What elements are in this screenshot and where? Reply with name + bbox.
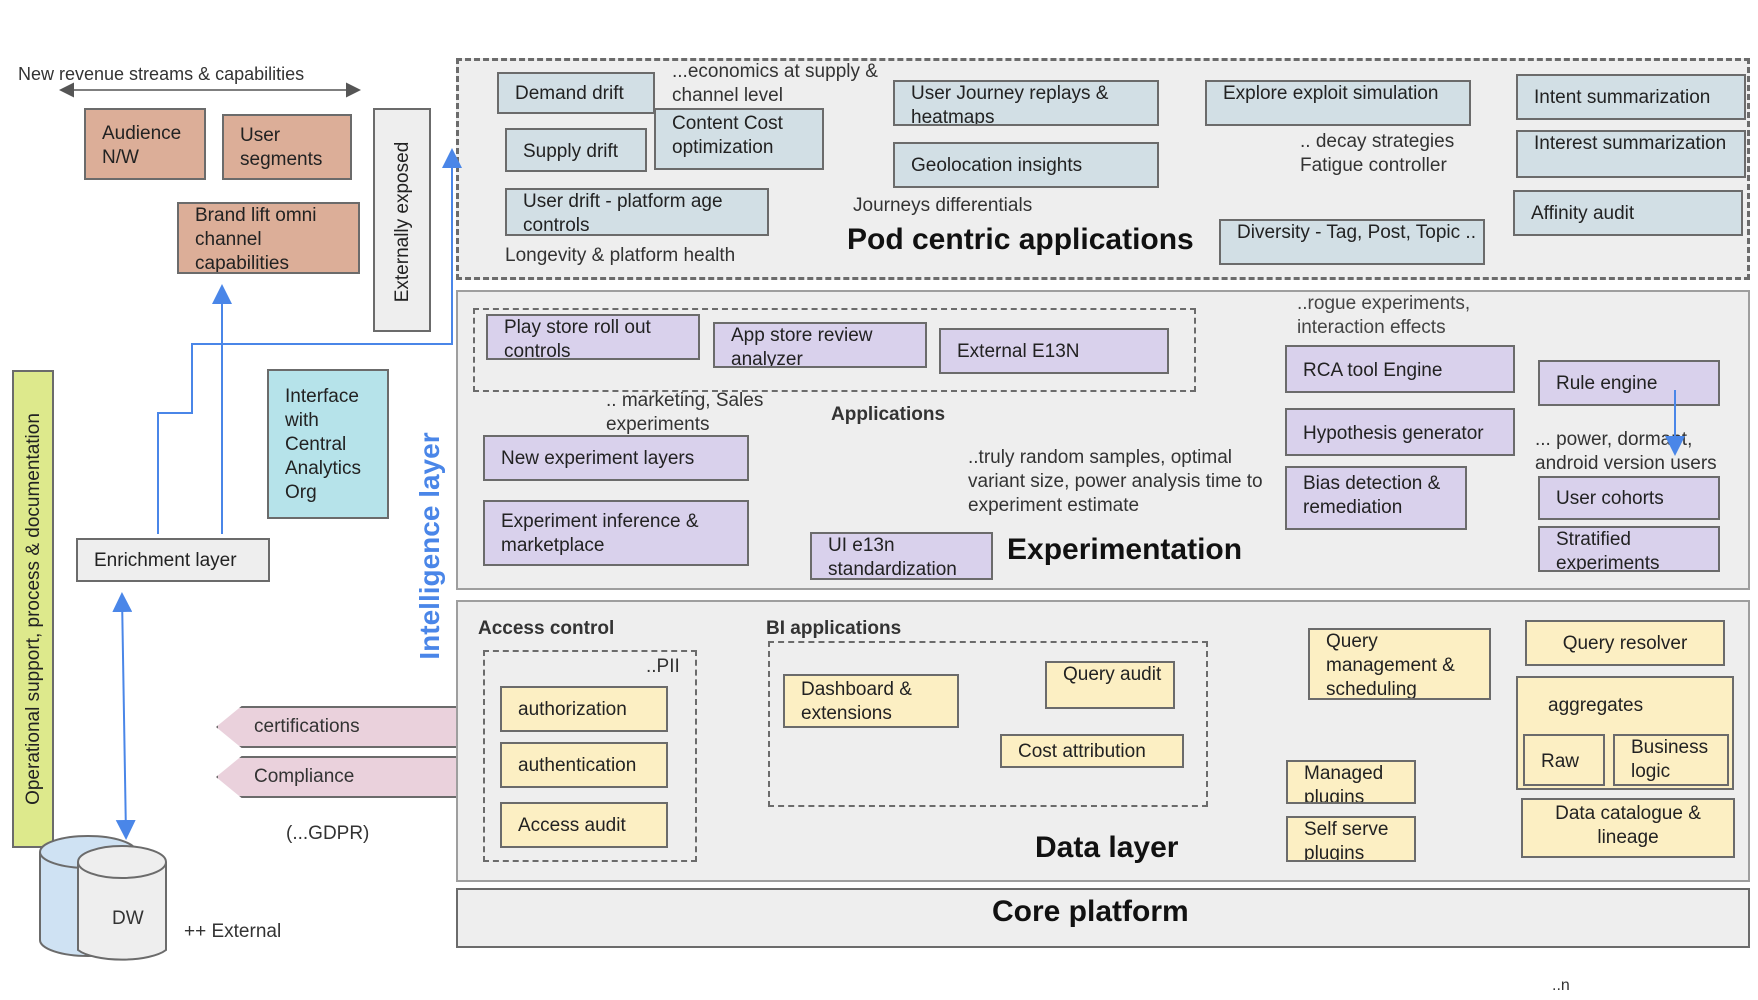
hypothesis-box: Hypothesis generator [1285,408,1515,456]
experimentation-title: Experimentation [1007,533,1243,566]
geolocation-box: Geolocation insights [893,142,1159,188]
certifications-label: certifications [254,716,360,737]
core-platform-panel [456,888,1750,948]
certifications-arrow [216,706,472,748]
operational-support-bar: Operational support, process & documenta… [12,370,54,848]
ui-e13n-box: UI e13n standardization [810,532,993,580]
core-platform-title: Core platform [992,895,1189,928]
dw-label: DW [112,908,144,929]
economics-note: ...economics at supply & channel level [672,60,882,108]
inference-box: Experiment inference & marketplace [483,500,749,566]
marketing-text: .. marketing, Sales experiments [606,390,764,435]
content-cost-box: Content Cost optimization [654,108,824,170]
gdpr-label: (...GDPR) [286,823,370,844]
economics-text: ...economics at supply & channel level [672,61,878,106]
rogue-text: ..rogue experiments, interaction effects [1297,293,1471,338]
stratified-box: Stratified experiments [1538,526,1720,572]
rule-engine-box: Rule engine [1538,360,1720,406]
user-journey-box: User Journey replays & heatmaps [893,80,1159,126]
applications-label: Applications [831,404,946,425]
decay-note: .. decay strategies Fatigue controller [1300,130,1480,178]
random-text: ..truly random samples, optimal variant … [968,447,1263,516]
intelligence-layer-label: Intelligence layer [414,432,445,660]
business-logic-box: Business logic [1613,734,1729,786]
externally-exposed-box: Externally exposed [373,108,431,332]
bi-group [768,641,1208,807]
bias-box: Bias detection & remediation [1285,466,1467,530]
raw-box: Raw [1523,734,1605,786]
operational-support-label: Operational support, process & documenta… [23,413,44,805]
external-label: ++ External [184,921,282,942]
user-cohorts-box: User cohorts [1538,476,1720,520]
external-e13n-box: External E13N [939,328,1169,374]
query-mgmt-box: Query management & scheduling [1308,628,1491,700]
managed-plugins-box: Managed plugins [1286,760,1416,804]
access-control-label: Access control [478,618,615,639]
play-store-box: Play store roll out controls [486,314,700,360]
authentication-box: authentication [500,742,668,788]
affinity-box: Affinity audit [1513,190,1743,236]
interface-box: Interface with Central Analytics Org [267,369,389,519]
catalogue-box: Data catalogue & lineage [1521,798,1735,858]
aggregates-label: aggregates [1548,695,1644,716]
user-segments-box: User segments [222,114,352,180]
marketing-note: .. marketing, Sales experiments [606,389,786,437]
cost-attribution-box: Cost attribution [1000,734,1184,768]
decay-text: .. decay strategies Fatigue controller [1300,131,1455,176]
rogue-note: ..rogue experiments, interaction effects [1297,292,1497,340]
access-control-group [483,650,697,862]
new-layers-box: New experiment layers [483,435,749,481]
intent-box: Intent summarization [1516,74,1746,120]
self-serve-box: Self serve plugins [1286,816,1416,862]
rca-box: RCA tool Engine [1285,345,1515,393]
dashboard-box: Dashboard & extensions [783,674,959,728]
externally-exposed-label: Externally exposed [392,141,413,303]
journeys-diff-label: Journeys differentials [853,195,1033,216]
authorization-box: authorization [500,686,668,732]
interest-box: Interest summarization [1516,130,1746,178]
n-label: ..n [1552,977,1570,994]
access-audit-box: Access audit [500,802,668,848]
enrichment-layer-box: Enrichment layer [76,538,270,582]
query-resolver-box: Query resolver [1525,620,1725,666]
explore-exploit-box: Explore exploit simulation [1205,80,1471,126]
query-audit-box: Query audit [1045,661,1175,709]
supply-drift-box: Supply drift [505,128,647,172]
app-store-box: App store review analyzer [713,322,927,368]
compliance-label: Compliance [254,766,355,787]
user-drift-box: User drift - platform age controls [505,188,769,236]
power-text: ... power, dormant, android version user… [1535,429,1717,474]
demand-drift-box: Demand drift [497,72,655,114]
power-note: ... power, dormant, android version user… [1535,428,1725,476]
diversity-box: Diversity - Tag, Post, Topic .. [1219,219,1485,265]
applications-group [473,308,1196,392]
revenue-label: New revenue streams & capabilities [18,64,305,84]
data-layer-title: Data layer [1035,831,1179,864]
audience-box: Audience N/W [84,108,206,180]
pii-label: ..PII [646,656,680,677]
longevity-label: Longevity & platform health [505,245,736,266]
compliance-arrow [216,756,472,798]
brand-lift-box: Brand lift omni channel capabilities [177,202,360,274]
random-note: ..truly random samples, optimal variant … [968,446,1286,518]
bi-label: BI applications [766,618,902,639]
pod-title: Pod centric applications [847,223,1194,256]
